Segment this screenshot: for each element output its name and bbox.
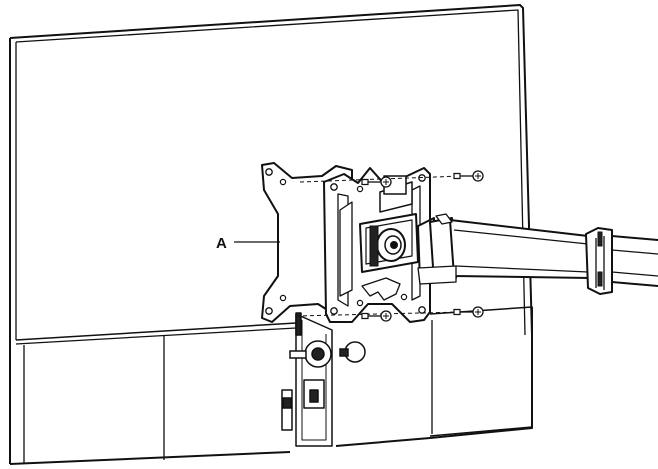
screw-guide-top <box>299 175 463 183</box>
callout-a: A <box>216 235 280 252</box>
callout-a-label: A <box>216 235 227 252</box>
screw-bottom-left <box>361 310 392 322</box>
screw-bottom-right <box>453 306 484 318</box>
monitor-stand <box>281 312 333 447</box>
arm-segment <box>417 213 591 285</box>
arm-clamp <box>585 227 658 295</box>
screws <box>295 170 484 322</box>
screw-top-right <box>453 170 484 182</box>
thumb-knobs <box>289 340 366 368</box>
